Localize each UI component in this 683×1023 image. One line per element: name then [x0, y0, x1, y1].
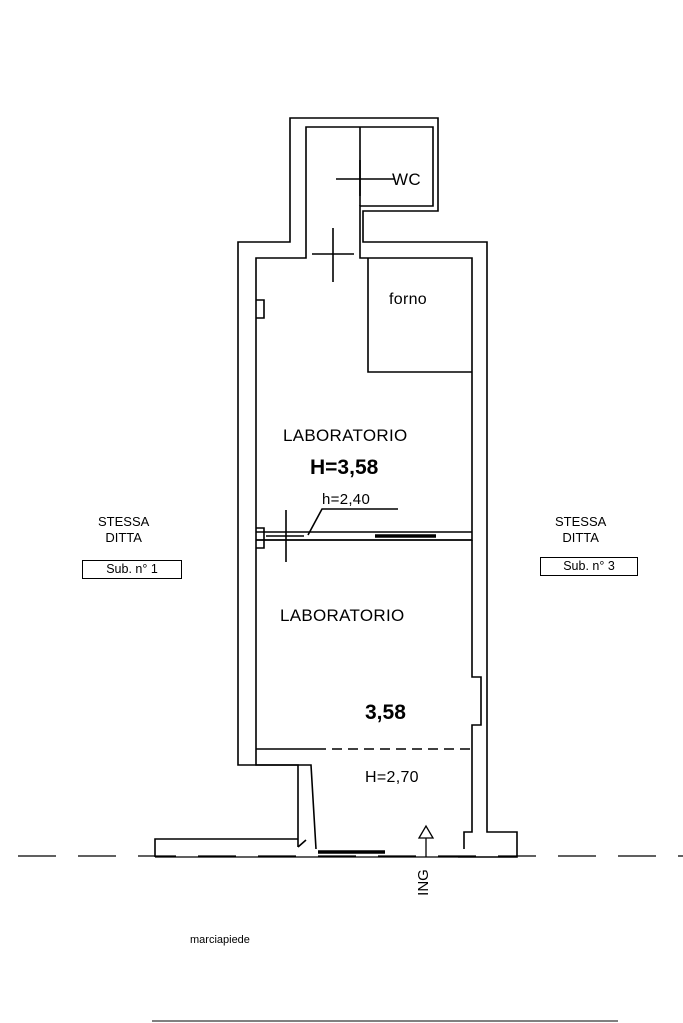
left-niche-upper	[256, 299, 265, 319]
outer-wall	[237, 117, 518, 858]
entrance-arrow	[417, 824, 435, 839]
left-jamb	[297, 839, 307, 848]
left-step	[154, 838, 298, 857]
forno-label: forno	[389, 291, 427, 308]
right-neighbor-label: STESSA DITTA	[555, 514, 606, 546]
right-inner-wall-lower	[463, 540, 482, 849]
lab-upper-label: LABORATORIO	[283, 426, 408, 445]
sidewalk-label: marciapiede	[190, 934, 250, 946]
right-neighbor-line2: DITTA	[562, 530, 599, 545]
wc-label: WC	[392, 170, 421, 189]
forno-room-outline	[367, 258, 472, 373]
lab-upper-height: H=3,58	[310, 456, 379, 479]
right-sub-box: Sub. n° 3	[540, 557, 638, 576]
door-height-label: h=2,40	[322, 491, 371, 508]
left-sub-box: Sub. n° 1	[82, 560, 182, 579]
lab-lower-value: 3,58	[365, 701, 406, 724]
entrance-label: ING	[414, 869, 432, 896]
left-neighbor-line2: DITTA	[105, 530, 142, 545]
door-height-leader	[307, 508, 398, 536]
left-neighbor-line1: STESSA	[98, 514, 150, 529]
right-neighbor-line1: STESSA	[555, 514, 607, 529]
lab-lower-label: LABORATORIO	[280, 606, 405, 625]
inner-wall	[255, 126, 473, 850]
entry-height-label: H=2,70	[365, 769, 419, 786]
left-niche-mid	[256, 527, 265, 549]
left-neighbor-label: STESSA DITTA	[98, 514, 149, 546]
